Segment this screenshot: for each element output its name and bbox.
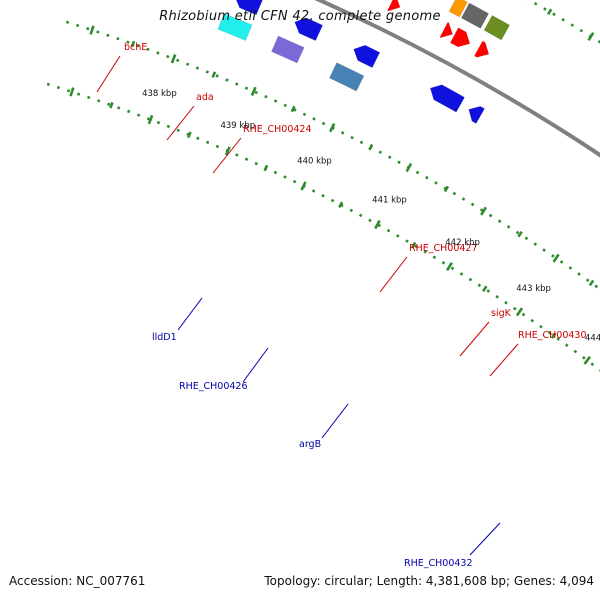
tick-mark — [109, 101, 114, 109]
gene-blue-5[interactable] — [468, 106, 485, 124]
tick-mark — [374, 219, 381, 230]
tick-mark — [338, 201, 344, 209]
gene-RHE_CH00432[interactable] — [429, 84, 465, 113]
tick-mark — [147, 114, 154, 125]
gene-label: argB — [299, 439, 321, 450]
tick-mark — [480, 206, 488, 216]
gene-RHE_CH00430[interactable] — [483, 15, 511, 41]
tick-mark — [89, 25, 95, 35]
kbp-label: 442 kbp — [445, 238, 480, 248]
gene-label: RHE_CH00432 — [404, 558, 473, 569]
label-leader — [469, 522, 501, 556]
tick-mark — [69, 87, 75, 97]
label-leader — [321, 403, 349, 439]
gene-blue-2[interactable] — [294, 17, 323, 41]
accession-text: Accession: NC_007761 — [9, 574, 146, 588]
tick-rings — [46, 0, 600, 372]
gene-RHE_CH00426[interactable] — [271, 35, 305, 64]
gene-sigK[interactable] — [448, 0, 468, 18]
gene-blue-1[interactable] — [235, 0, 263, 16]
gene-label: lldD1 — [152, 332, 177, 343]
tick-mark — [517, 230, 523, 238]
gene-label: bchE — [124, 42, 147, 53]
tick-mark — [588, 279, 595, 287]
tick-mark — [290, 105, 296, 113]
tick-mark — [405, 163, 413, 173]
gene-label: ada — [196, 92, 214, 103]
gene-gray[interactable] — [460, 2, 490, 29]
gene-argB[interactable] — [329, 62, 365, 92]
tick-mark — [300, 181, 307, 191]
gene-red-6[interactable] — [449, 27, 471, 48]
gene-label: RHE_CH00427 — [409, 243, 478, 254]
label-leader — [166, 105, 195, 141]
gene-label: RHE_CH00430 — [518, 330, 587, 341]
backbone-arc — [314, 0, 600, 158]
label-leader — [489, 343, 519, 377]
kbp-label: 440 kbp — [297, 157, 332, 167]
tick-mark — [547, 8, 553, 16]
gene-red-5[interactable] — [439, 21, 453, 38]
kbp-labels: 438 kbp 439 kbp 440 kbp 441 kbp 442 kbp 443 k… — [142, 89, 600, 344]
tick-mark — [550, 332, 557, 339]
gene-label: RHE_CH00424 — [243, 124, 312, 135]
kbp-label: 441 kbp — [372, 196, 407, 206]
label-leader — [242, 347, 269, 383]
label-leader — [379, 256, 408, 293]
gene-features — [217, 0, 511, 124]
kbp-label: 439 kbp — [220, 121, 255, 131]
gene-label: sigK — [491, 308, 512, 319]
gene-blue-3[interactable] — [353, 44, 381, 69]
tick-mark — [552, 253, 560, 263]
tick-mark — [587, 31, 595, 42]
tick-mark — [443, 185, 450, 193]
tick-mark — [211, 71, 217, 78]
label-leader — [177, 297, 203, 331]
tick-mark — [170, 54, 177, 64]
label-leader — [459, 321, 490, 357]
tick-mark — [411, 241, 417, 249]
genome-summary: Topology: circular; Length: 4,381,608 bp… — [264, 574, 594, 588]
tick-mark — [368, 143, 374, 151]
map-title: Rhizobium etli CFN 42, complete genome — [159, 9, 441, 24]
kbp-label: 443 kbp — [516, 284, 551, 294]
gene-label: RHE_CH00426 — [179, 381, 248, 392]
tick-mark — [446, 261, 453, 272]
gene-lldD1[interactable] — [217, 13, 253, 41]
tick-mark — [583, 356, 591, 365]
genome-backbone — [314, 0, 600, 158]
gene-red-7[interactable] — [474, 40, 490, 58]
kbp-label: 438 kbp — [142, 89, 177, 99]
label-leader — [212, 137, 242, 174]
tick-mark — [263, 164, 269, 172]
kbp-label: 444 kbp — [585, 334, 600, 344]
tick-mark — [329, 123, 336, 133]
gene-red-4[interactable] — [387, 0, 401, 12]
tick-mark — [130, 40, 136, 48]
tick-mark — [224, 146, 231, 156]
tick-mark — [250, 86, 257, 96]
tick-mark — [482, 285, 488, 292]
tick-mark — [515, 307, 524, 317]
tick-mark — [187, 131, 192, 139]
label-leader — [96, 55, 121, 93]
